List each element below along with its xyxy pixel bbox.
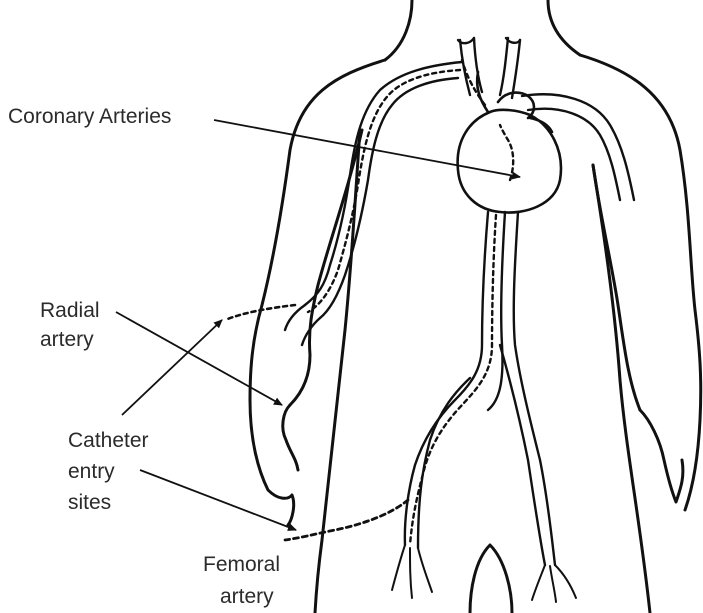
label-femoral-line1: Femoral (203, 551, 280, 578)
label-radial-line2: artery (40, 326, 94, 353)
label-radial-line1: Radial (40, 297, 100, 324)
arrow-catheter-upper (122, 320, 222, 415)
arrow-catheter-lower (140, 470, 296, 530)
neck-right (548, 0, 580, 55)
radial-artery-path (285, 62, 462, 345)
neck-left (385, 0, 412, 60)
arrow-coronary (214, 120, 520, 177)
label-femoral-line2: artery (220, 583, 274, 610)
aorta (405, 212, 555, 565)
right-hand (640, 410, 683, 502)
right-torso-side (593, 165, 650, 613)
femoral-catheter (285, 500, 408, 540)
right-arm-artery (522, 94, 634, 200)
label-catheter-line1: Catheter (68, 427, 149, 454)
neck-arteries (458, 38, 520, 98)
label-coronary-arteries: Coronary Arteries (8, 103, 171, 130)
catheter-path (410, 60, 513, 545)
left-hand (283, 405, 298, 470)
right-shoulder-arm (580, 55, 701, 510)
label-catheter-line3: sites (68, 489, 111, 516)
inner-thigh (470, 545, 512, 613)
label-catheter-line2: entry (68, 458, 115, 485)
left-torso-side (315, 130, 360, 613)
